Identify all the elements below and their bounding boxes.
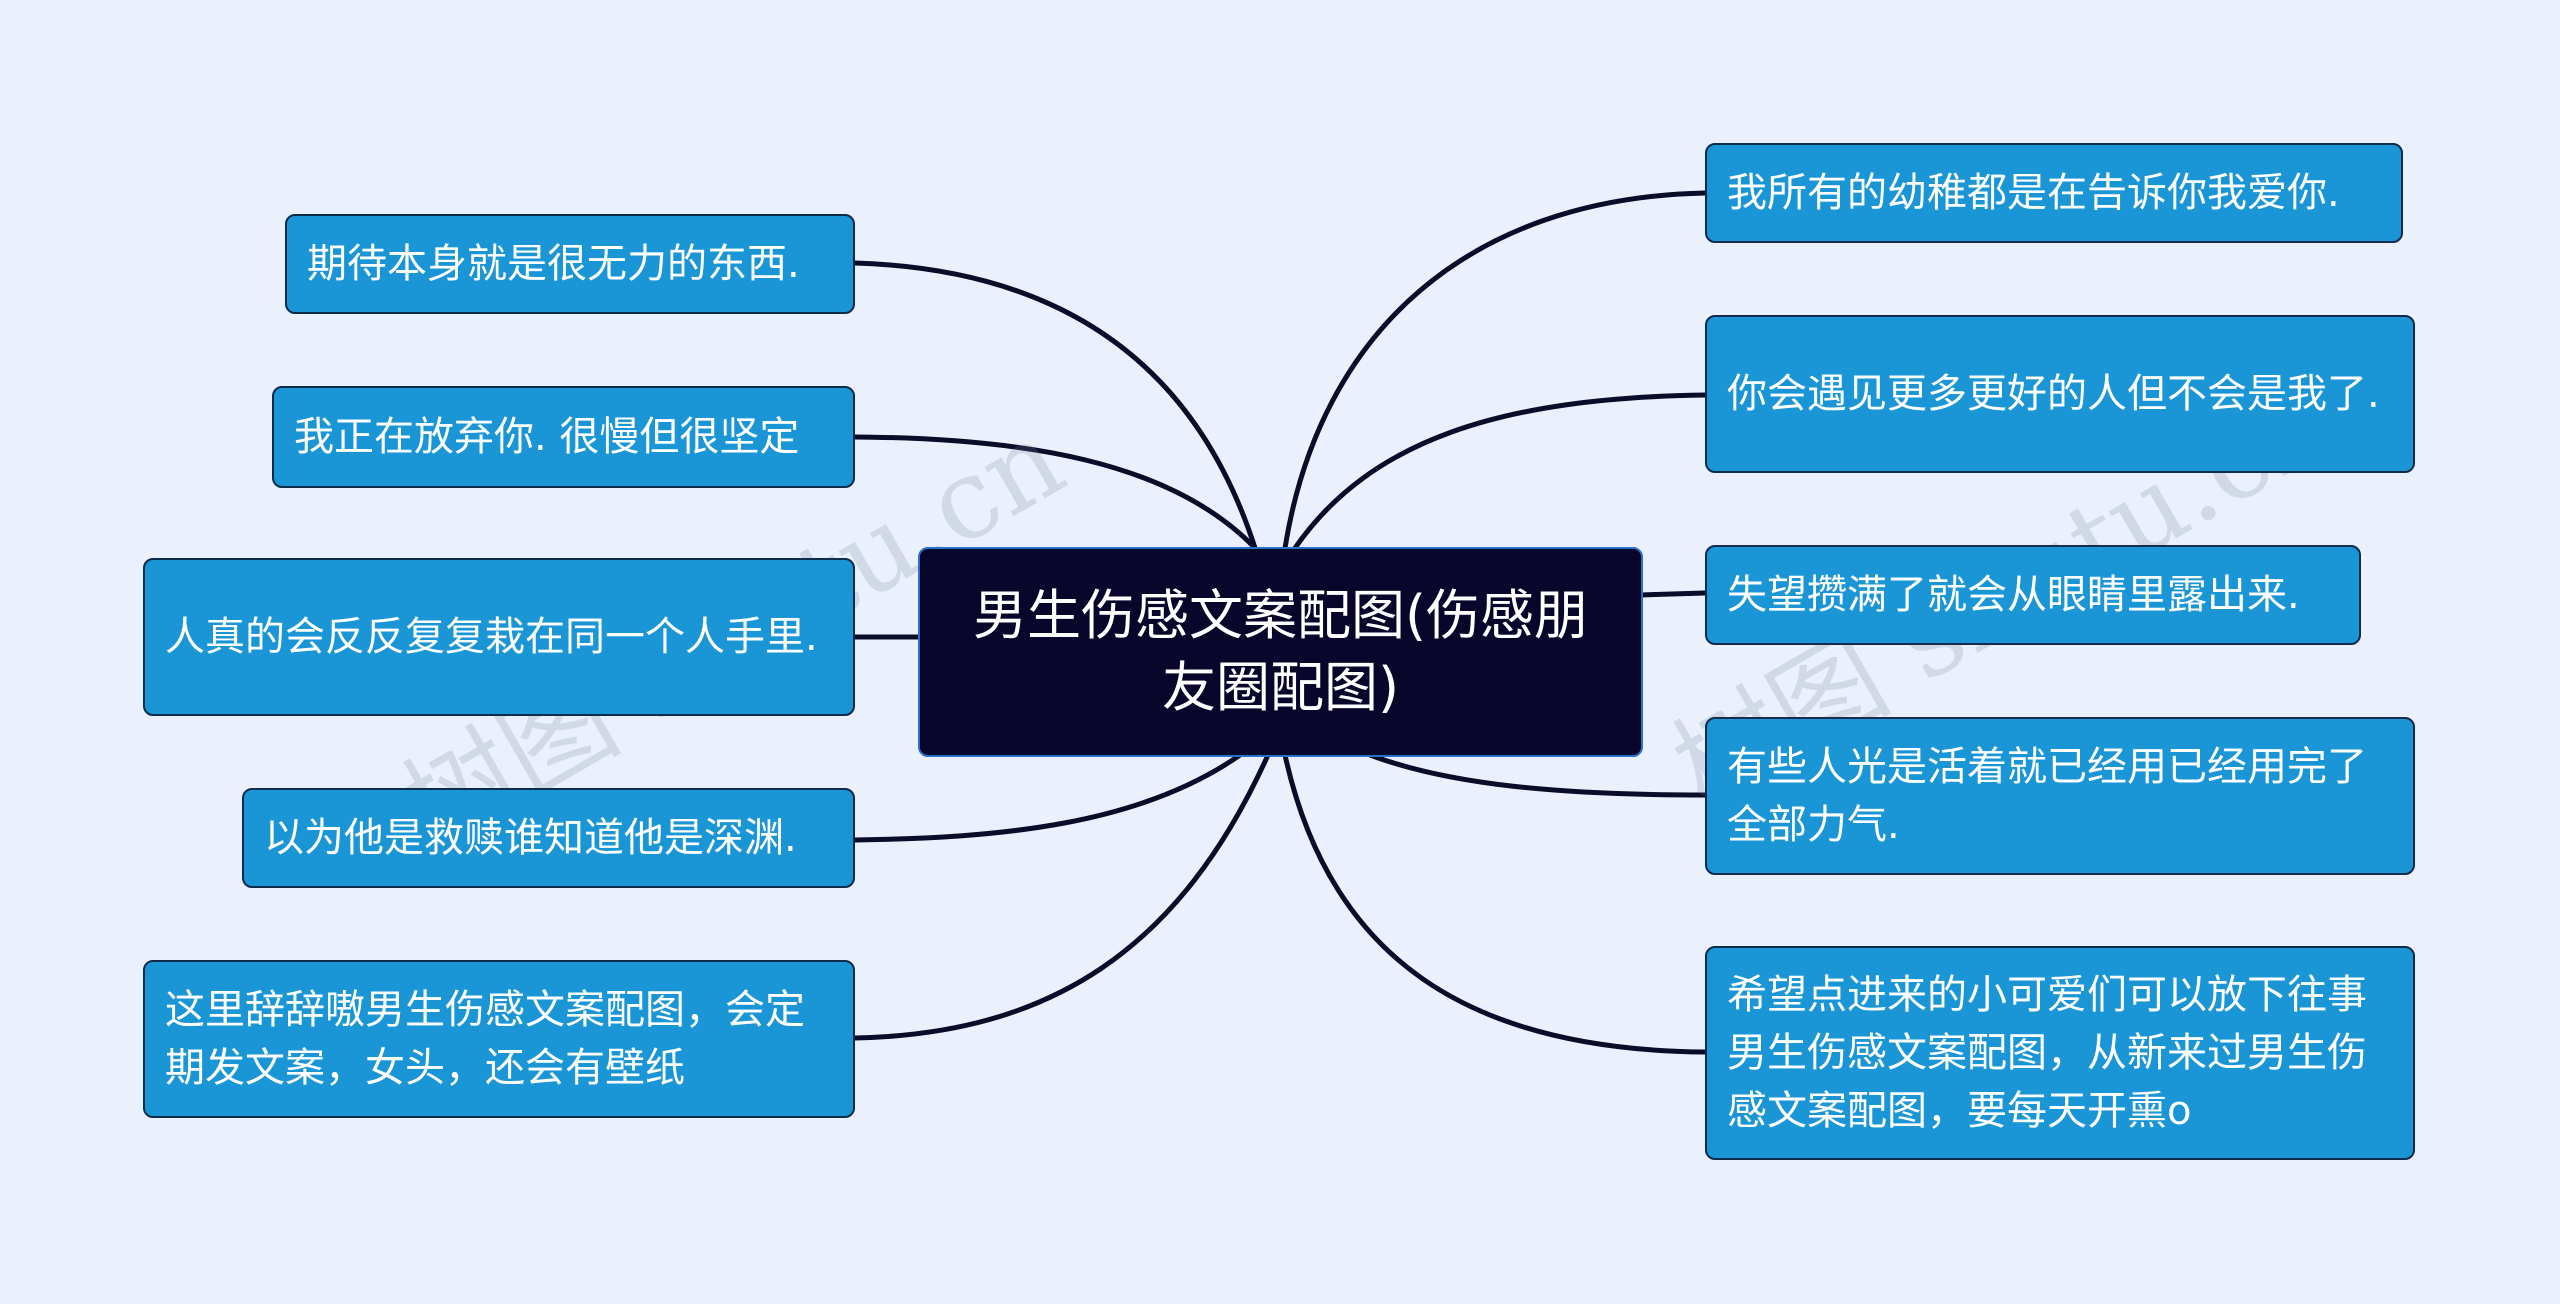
link-left-1 xyxy=(852,260,1258,551)
left-node-2-label: 我正在放弃你. 很慢但很坚定 xyxy=(294,414,800,460)
central-topic[interactable]: 男生伤感文案配图(伤感朋友圈配图) xyxy=(918,547,1643,757)
right-node-4[interactable]: 有些人光是活着就已经用已经用完了全部力气. xyxy=(1705,717,2415,875)
link-right-4 xyxy=(1367,752,1708,798)
left-node-5[interactable]: 这里辞辞嗷男生伤感文案配图，会定期发文案，女头，还会有壁纸 xyxy=(143,960,855,1118)
left-node-3[interactable]: 人真的会反反复复栽在同一个人手里. xyxy=(143,558,855,716)
left-node-4-label: 以为他是救赎谁知道他是深渊. xyxy=(264,815,797,861)
right-node-4-label: 有些人光是活着就已经用已经用完了全部力气. xyxy=(1727,744,2367,848)
right-node-3[interactable]: 失望攒满了就会从眼睛里露出来. xyxy=(1705,545,2361,645)
right-node-2[interactable]: 你会遇见更多更好的人但不会是我了. xyxy=(1705,315,2415,473)
link-right-5 xyxy=(1282,752,1708,1055)
link-left-4 xyxy=(852,752,1243,843)
link-left-5 xyxy=(852,752,1271,1041)
link-right-2 xyxy=(1292,392,1708,551)
right-node-1[interactable]: 我所有的幼稚都是在告诉你我爱你. xyxy=(1705,143,2403,243)
right-node-3-label: 失望攒满了就会从眼睛里露出来. xyxy=(1727,572,2300,618)
link-left-2 xyxy=(852,434,1258,551)
right-node-5[interactable]: 希望点进来的小可爱们可以放下往事男生伤感文案配图，从新来过男生伤感文案配图，要每… xyxy=(1705,946,2415,1160)
left-node-4[interactable]: 以为他是救赎谁知道他是深渊. xyxy=(242,788,855,888)
right-node-1-label: 我所有的幼稚都是在告诉你我爱你. xyxy=(1727,170,2340,216)
left-node-2[interactable]: 我正在放弃你. 很慢但很坚定 xyxy=(272,386,855,488)
right-node-5-label: 希望点进来的小可爱们可以放下往事男生伤感文案配图，从新来过男生伤感文案配图，要每… xyxy=(1727,972,2367,1134)
central-topic-label: 男生伤感文案配图(伤感朋友圈配图) xyxy=(972,584,1589,719)
right-node-2-label: 你会遇见更多更好的人但不会是我了. xyxy=(1727,371,2380,417)
link-right-3 xyxy=(1637,590,1708,598)
left-node-3-label: 人真的会反反复复栽在同一个人手里. xyxy=(165,614,818,660)
left-node-1-label: 期待本身就是很无力的东西. xyxy=(307,241,800,287)
left-node-1[interactable]: 期待本身就是很无力的东西. xyxy=(285,214,855,314)
left-node-5-label: 这里辞辞嗷男生伤感文案配图，会定期发文案，女头，还会有壁纸 xyxy=(165,987,805,1091)
link-right-1 xyxy=(1282,190,1708,551)
